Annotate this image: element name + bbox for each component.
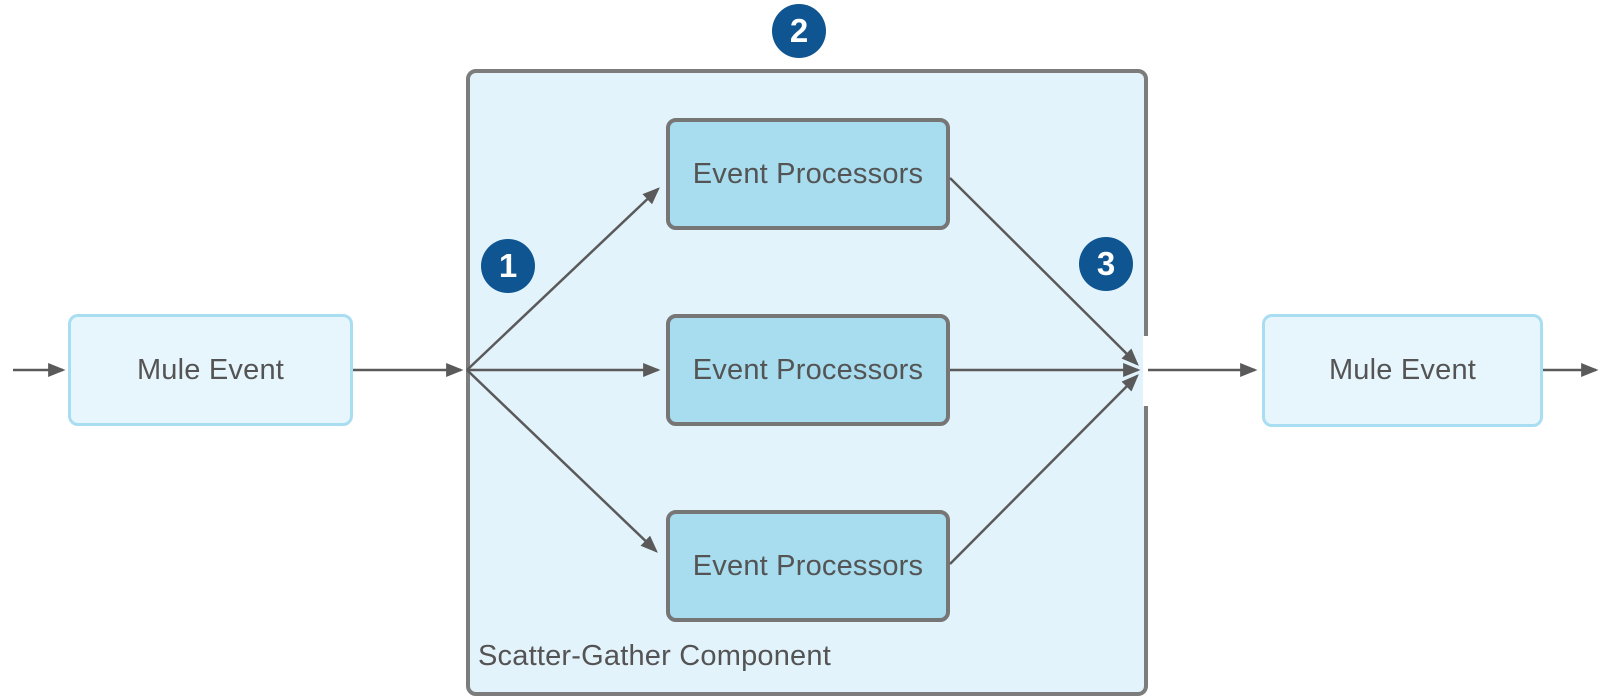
step-badge-3: 3 (1079, 237, 1133, 291)
event-processors-label-middle: Event Processors (692, 353, 924, 386)
event-processors-box-bottom: Event Processors (666, 510, 950, 622)
event-processors-box-middle: Event Processors (666, 314, 950, 426)
step-badge-1-number: 1 (498, 247, 518, 284)
scatter-gather-label: Scatter-Gather Component (478, 640, 831, 672)
event-processors-box-top: Event Processors (666, 118, 950, 230)
step-badge-2: 2 (772, 4, 826, 58)
step-badge-1: 1 (481, 239, 535, 293)
mule-event-box-right: Mule Event (1262, 314, 1543, 427)
step-badge-2-number: 2 (789, 12, 809, 49)
event-processors-label-bottom: Event Processors (692, 549, 924, 582)
event-processors-label-top: Event Processors (692, 157, 924, 190)
step-badge-3-number: 3 (1096, 245, 1116, 282)
mule-event-box-left: Mule Event (68, 314, 353, 426)
mule-event-label-left: Mule Event (136, 353, 285, 386)
mule-event-label-right: Mule Event (1328, 354, 1477, 386)
merge-join-bar (1143, 336, 1148, 406)
